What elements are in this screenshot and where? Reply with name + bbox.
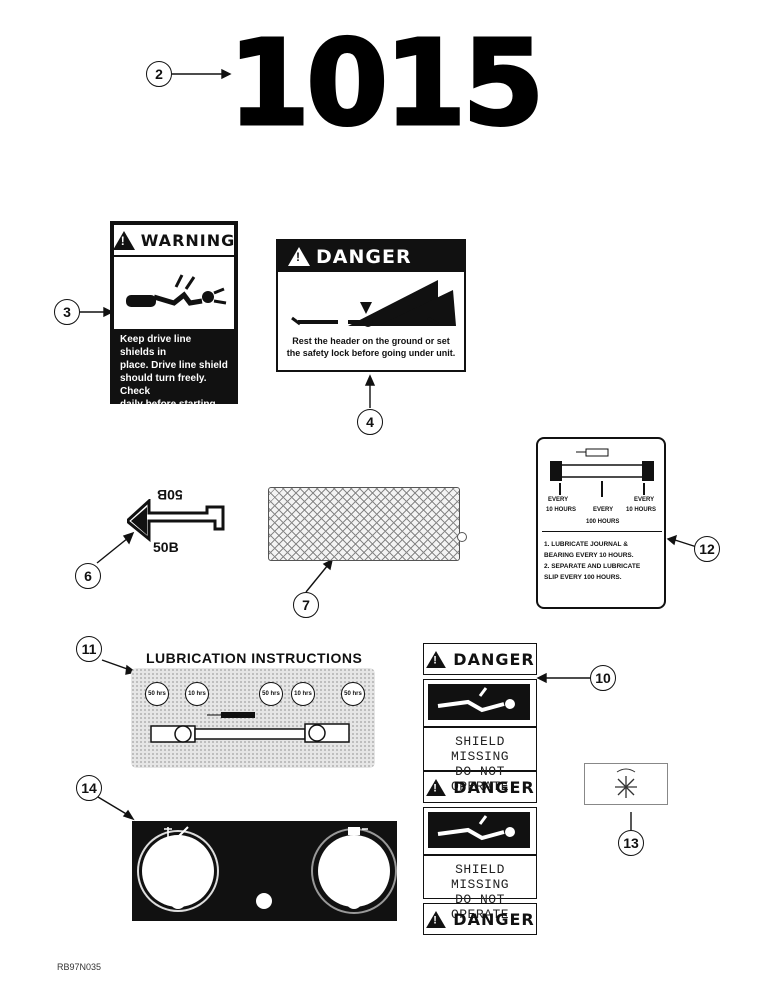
lube-instructions-title: LUBRICATION INSTRUCTIONS (146, 650, 363, 666)
shield-missing-line: SHIELD MISSING (450, 862, 510, 892)
danger-line: the safety lock before going under unit. (286, 348, 456, 358)
lube-step-line: BEARING EVERY 10 HOURS. (544, 552, 634, 559)
danger-header-text: DANGER (316, 245, 412, 268)
arrow-icon (127, 499, 225, 543)
danger-triangle-icon (426, 910, 447, 928)
danger-triangle-icon (426, 650, 447, 668)
crush-hazard-pictogram (291, 280, 456, 327)
warning-header: WARNING (112, 225, 236, 255)
callout-11: 11 (76, 636, 102, 662)
warning-triangle-icon (112, 230, 135, 250)
warning-line: should turn freely. Check (120, 373, 207, 397)
callout-10: 10 (590, 665, 616, 691)
every-left: EVERY (548, 497, 569, 503)
hours-badge: 10 hrs (291, 682, 315, 706)
figure-code: RB97N035 (57, 962, 102, 972)
model-number-decal: 1015 (226, 13, 545, 154)
callout-3: 3 (54, 299, 80, 325)
every-left-hours: 10 HOURS (546, 507, 577, 513)
warning-message: Keep drive line shields in place. Drive … (112, 329, 236, 428)
lube-step-line: SLIP EVERY 100 HOURS. (544, 574, 622, 581)
callout-2: 2 (146, 61, 172, 87)
driveline-grease-icon (550, 448, 654, 497)
reflector-decal (268, 487, 460, 561)
hours-badge: 10 hrs (185, 682, 209, 706)
danger-message: Rest the header on the ground or set the… (278, 335, 464, 359)
arrow-decal: 50B 50B (127, 487, 237, 557)
shield-missing-line: DO NOT OPERATE (450, 764, 510, 794)
entanglement-panel-1 (423, 679, 537, 727)
entanglement-icon (428, 684, 530, 720)
warning-line: equipment. (120, 412, 174, 423)
shield-missing-decal-strip: DANGER SHIELD MISSING DO NOT OPERATE DAN… (423, 643, 537, 935)
danger-line: Rest the header on the ground or set (292, 336, 450, 346)
asterisk-symbol-icon (615, 768, 637, 798)
center-hours: 100 HOURS (586, 519, 620, 525)
danger-label: DANGER (453, 649, 535, 669)
callout-7: 7 (293, 592, 319, 618)
callout-12: 12 (694, 536, 720, 562)
lube-step-line: 1. LUBRICATE JOURNAL & (544, 541, 628, 548)
danger-triangle-icon (288, 247, 310, 266)
warning-line: place. Drive line shield (120, 360, 228, 371)
control-panel-decal (132, 821, 397, 921)
entanglement-icon (428, 812, 530, 848)
every-right: EVERY (634, 497, 655, 503)
shield-missing-line: SHIELD MISSING (450, 734, 510, 764)
callout-14: 14 (76, 775, 102, 801)
lube-steps: 1. LUBRICATE JOURNAL & BEARING EVERY 10 … (544, 539, 640, 583)
shield-missing-panel-2: SHIELD MISSING DO NOT OPERATE (423, 855, 537, 922)
entanglement-panel-2 (423, 807, 537, 855)
hours-badge: 50 hrs (259, 682, 283, 706)
right-indicator-hole (346, 893, 362, 909)
reflector-tab (457, 532, 467, 542)
warning-line: Keep drive line shields in (120, 334, 192, 358)
danger-header: DANGER (278, 241, 464, 272)
danger-label: DANGER (453, 777, 535, 797)
hours-badge: 50 hrs (341, 682, 365, 706)
entanglement-icon (126, 274, 227, 307)
shield-missing-line: DO NOT OPERATE (450, 892, 510, 922)
divider (542, 531, 662, 532)
callout-13: 13 (618, 830, 644, 856)
callout-4: 4 (357, 409, 383, 435)
lube-instructions-decal: 50 hrs 10 hrs 50 hrs 10 hrs 50 hrs (131, 668, 375, 768)
driveline-lube-decal: EVERY 10 HOURS EVERY EVERY 10 HOURS 100 … (536, 437, 666, 609)
entanglement-pictogram (114, 257, 234, 329)
danger-panel-3: DANGER (423, 903, 537, 935)
left-indicator-hole (170, 893, 186, 909)
warning-line: daily before starting (120, 399, 216, 410)
danger-panel-1: DANGER (423, 643, 537, 675)
arrow-bottom-label: 50B (153, 539, 179, 555)
left-knob-symbol-icon (164, 826, 189, 838)
shield-missing-panel-1: SHIELD MISSING DO NOT OPERATE (423, 727, 537, 794)
danger-label: DANGER (453, 909, 535, 929)
symbol-decal (584, 763, 668, 805)
lube-step-line: 2. SEPARATE AND LUBRICATE (544, 563, 641, 570)
hours-badge: 50 hrs (145, 682, 169, 706)
danger-decal: DANGER Rest the header on the ground or … (276, 239, 466, 372)
every-mid: EVERY (593, 507, 614, 513)
warning-decal: WARNING Keep drive line shields in place… (110, 221, 238, 423)
center-indicator-hole (256, 893, 272, 909)
warning-header-text: WARNING (140, 230, 236, 250)
right-knob-symbol-icon (348, 827, 368, 835)
driveline-icon (150, 712, 350, 743)
danger-panel-2: DANGER (423, 771, 537, 803)
danger-triangle-icon (426, 778, 447, 796)
callout-6: 6 (75, 563, 101, 589)
every-right-hours: 10 HOURS (626, 507, 657, 513)
